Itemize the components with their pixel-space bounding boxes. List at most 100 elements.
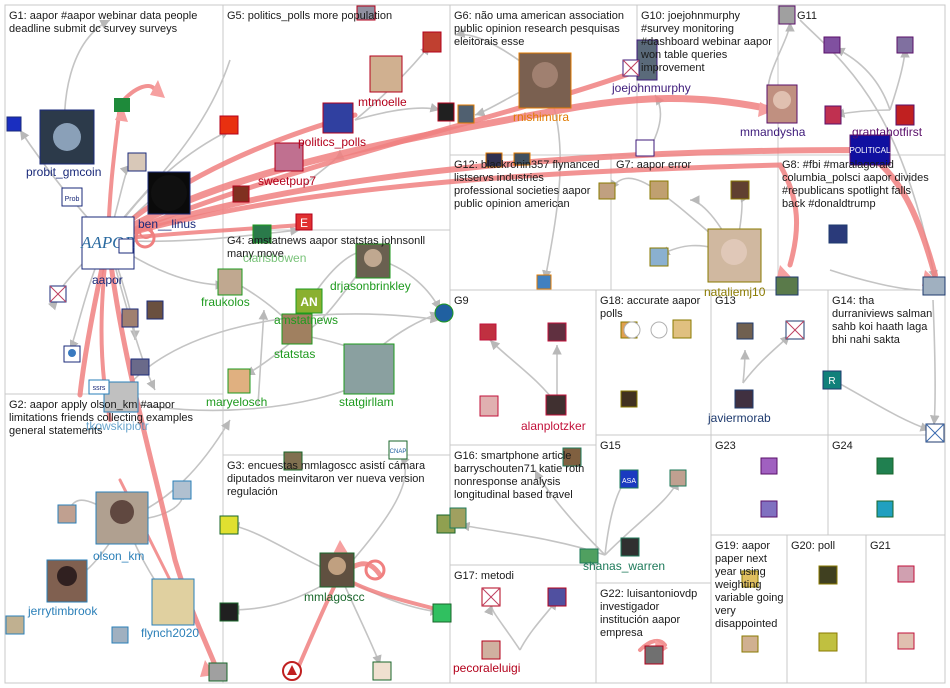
node-avatar (545, 394, 567, 416)
node-avatar (356, 5, 376, 21)
node-label-fraukolos: fraukolos (201, 295, 250, 309)
node-avatar (822, 370, 842, 390)
node-label-alanplotzker: alanplotzker (521, 419, 586, 433)
node-avatar (114, 98, 130, 112)
node-avatar (130, 358, 150, 376)
node-avatar (672, 319, 692, 339)
node-label-tkowskipiotr: tkowskipiotr (86, 419, 149, 433)
node-avatar (778, 5, 796, 25)
node-label-nataliemj10: nataliemj10 (704, 285, 766, 299)
node-avatar (485, 152, 503, 168)
node-avatar (281, 313, 313, 345)
node-avatar (876, 457, 894, 475)
node-avatar (760, 500, 778, 518)
node-avatar (6, 116, 22, 132)
node-avatar (434, 303, 454, 323)
node-label-jerrytimbrook: jerrytimbrook (27, 604, 98, 618)
svg-text:POLITICAL: POLITICAL (850, 146, 891, 155)
node-label-statstas: statstas (274, 347, 315, 361)
node-label-maryelosch: maryelosch (206, 395, 267, 409)
node-avatar (547, 322, 567, 342)
group-title-g24: G24 (832, 440, 853, 452)
node-avatar (760, 457, 778, 475)
node-avatar (479, 323, 497, 341)
node-avatar (824, 105, 842, 125)
node-label-statgirllam: statgirllam (339, 395, 394, 409)
node-avatar (295, 213, 313, 231)
node-avatar (536, 274, 552, 290)
node-label-probit-gmcoin: probit_gmcoin (26, 165, 101, 179)
svg-text:Prob: Prob (65, 196, 80, 203)
svg-text:E: E (300, 216, 308, 230)
node-avatar (219, 515, 239, 535)
node-avatar (127, 152, 147, 172)
node-avatar (449, 507, 467, 529)
node-avatar (849, 134, 891, 166)
node-avatar (823, 36, 841, 54)
svg-text:R: R (828, 376, 835, 387)
node-avatar (422, 31, 442, 53)
node-avatar (295, 288, 323, 314)
node-label-pecoraleluigi: pecoraleluigi (453, 661, 520, 675)
node-avatar (741, 570, 759, 588)
node-avatar (219, 115, 239, 135)
group-title-g20: G20: poll (791, 540, 835, 552)
node-label-drjasonbrinkley: drjasonbrinkley (330, 279, 411, 293)
node-label-rnishimura: rnishimura (513, 110, 569, 124)
node-avatar (217, 268, 243, 296)
node-avatar (121, 308, 139, 328)
node-avatar (227, 368, 251, 394)
node-avatar (369, 55, 403, 93)
node-label-aapor: aapor (92, 273, 123, 287)
svg-text:CNAP: CNAP (390, 449, 407, 455)
node-avatar (118, 238, 134, 254)
node-avatar (57, 504, 77, 524)
node-avatar (635, 139, 655, 157)
group-title-g23: G23 (715, 440, 736, 452)
node-avatar (219, 602, 239, 622)
node-label-joejohnmurphy: joejohnmurphy (611, 81, 691, 95)
node-avatar (232, 185, 250, 203)
node-avatar (620, 537, 640, 557)
node-labels: probit_gmcoin ben__linus aapor mtmoelle … (26, 81, 923, 675)
node-avatar (479, 395, 499, 417)
node-avatar (649, 180, 669, 200)
node-label-javiermorab: javiermorab (707, 411, 771, 425)
svg-text:ssrs: ssrs (93, 385, 106, 392)
node-avatar (922, 276, 946, 296)
group-title-g13: G13 (715, 295, 736, 307)
node-avatar (734, 389, 754, 409)
node-avatar (457, 104, 475, 124)
node-avatar (619, 469, 639, 489)
node-label-amstatnews: amstatnews (274, 313, 338, 327)
node-avatar (388, 440, 408, 460)
node-avatar (432, 603, 452, 623)
group-title-g7: G7: aapor error (616, 159, 692, 171)
node-label-flynch2020: flynch2020 (141, 626, 199, 640)
node-avatar (736, 322, 754, 340)
node-avatar (437, 102, 455, 122)
node-avatar (513, 152, 531, 166)
group-title-g5: G5: politics_polls more population (227, 10, 392, 22)
node-avatar (5, 615, 25, 635)
node-label-mmlagoscc: mmlagoscc (304, 590, 365, 604)
group-title-g9: G9 (454, 295, 469, 307)
node-label-sweetpup7: sweetpup7 (258, 174, 316, 188)
node-avatar (103, 381, 139, 413)
group-title-g21: G21 (870, 540, 891, 552)
node-avatar (876, 500, 894, 518)
node-avatar (547, 587, 567, 607)
node-label-clarisbowen: clarisbowen (243, 251, 306, 265)
node-label-mtmoelle: mtmoelle (358, 95, 407, 109)
node-avatar (649, 247, 669, 267)
node-avatar (151, 578, 195, 626)
node-avatar (252, 224, 272, 244)
node-avatar (111, 626, 129, 644)
node-avatar (598, 182, 616, 200)
nodes: AAPOR Prob E (5, 5, 946, 682)
